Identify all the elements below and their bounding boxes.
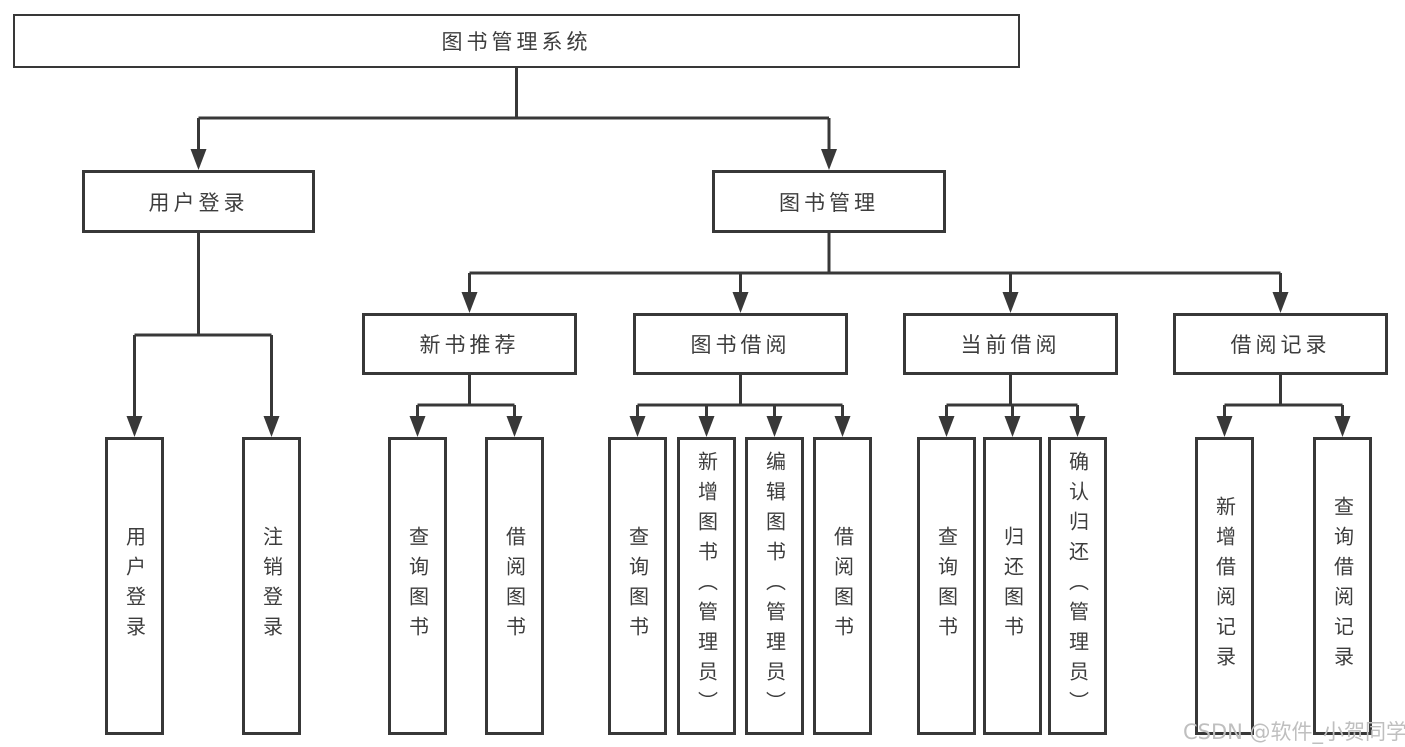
node-system-root: 图书管理系统 (13, 14, 1020, 68)
node-label: 编辑图书（管理员） (762, 451, 787, 721)
leaf-edit-books-admin: 编辑图书（管理员） (745, 437, 804, 735)
leaf-query-borrow-record: 查询借阅记录 (1313, 437, 1372, 735)
arrowhead (1002, 292, 1019, 313)
node-label: 归还图书 (1000, 526, 1025, 646)
node-label: 借阅图书 (830, 526, 855, 646)
node-book-management: 图书管理 (712, 170, 946, 233)
arrowhead (1069, 416, 1086, 437)
leaf-logout: 注销登录 (242, 437, 301, 735)
node-current-borrowing: 当前借阅 (903, 313, 1118, 375)
arrowhead (732, 292, 749, 313)
node-label: 图书管理系统 (441, 30, 592, 54)
node-label: 新增借阅记录 (1212, 496, 1237, 676)
arrowhead (698, 416, 715, 437)
node-label: 查询借阅记录 (1330, 496, 1355, 676)
arrowhead (1216, 416, 1233, 437)
arrowhead (461, 292, 478, 313)
node-label: 查询图书 (405, 526, 430, 646)
leaf-add-borrow-record: 新增借阅记录 (1195, 437, 1254, 735)
arrowhead (629, 416, 646, 437)
node-label: 图书管理 (779, 190, 879, 215)
leaf-query-books-recommend: 查询图书 (388, 437, 447, 735)
node-label: 图书借阅 (690, 333, 791, 357)
arrowhead (821, 149, 837, 170)
arrowhead (506, 416, 523, 437)
node-label: 注销登录 (259, 526, 284, 646)
arrowhead (938, 416, 955, 437)
node-label: 用户登录 (148, 190, 249, 215)
node-label: 借阅记录 (1230, 333, 1331, 357)
arrowhead (409, 416, 426, 437)
leaf-borrow-books: 借阅图书 (813, 437, 872, 735)
node-label: 借阅图书 (502, 526, 527, 646)
leaf-query-books-current: 查询图书 (917, 437, 976, 735)
leaf-confirm-return-admin: 确认归还（管理员） (1048, 437, 1107, 735)
leaf-query-books-borrowing: 查询图书 (608, 437, 667, 735)
node-label: 查询图书 (625, 526, 650, 646)
arrowhead (126, 416, 143, 437)
arrowhead (190, 149, 207, 170)
node-borrowing-records: 借阅记录 (1173, 313, 1388, 375)
node-label: 新书推荐 (419, 333, 520, 357)
node-user-login: 用户登录 (82, 170, 315, 233)
csdn-watermark: CSDN @软件_小贺同学 (1183, 720, 1405, 744)
leaf-return-books: 归还图书 (983, 437, 1042, 735)
arrowhead (766, 416, 783, 437)
leaf-add-books-admin: 新增图书（管理员） (677, 437, 736, 735)
node-label: 用户登录 (122, 526, 147, 646)
node-new-book-recommend: 新书推荐 (362, 313, 577, 375)
leaf-borrow-books-recommend: 借阅图书 (485, 437, 544, 735)
arrowhead (1004, 416, 1021, 437)
node-label: 当前借阅 (960, 333, 1061, 357)
leaf-user-login: 用户登录 (105, 437, 164, 735)
arrowhead (834, 416, 851, 437)
node-label: 查询图书 (934, 526, 959, 646)
node-label: 新增图书（管理员） (694, 451, 719, 721)
node-label: 确认归还（管理员） (1065, 451, 1090, 721)
arrowhead (1272, 292, 1289, 313)
arrowhead (263, 416, 280, 437)
node-book-borrowing: 图书借阅 (633, 313, 848, 375)
arrowhead (1334, 416, 1351, 437)
